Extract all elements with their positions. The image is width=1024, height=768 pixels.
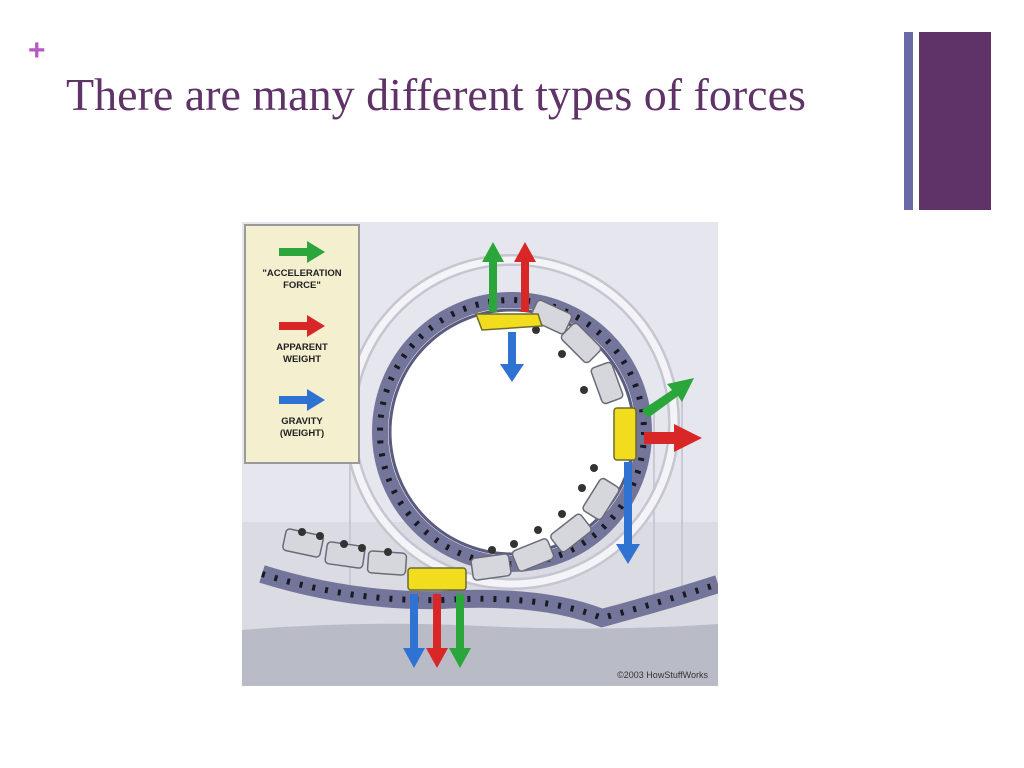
side-car <box>613 407 637 461</box>
passenger-heads <box>298 326 598 556</box>
legend-item-apparent-weight: APPARENT WEIGHT <box>246 314 358 366</box>
bottom-car <box>407 567 467 591</box>
forces-legend: "ACCELERATION FORCE" APPARENT WEIGHT GRA… <box>244 224 360 464</box>
lower-track <box>259 565 718 628</box>
highlighted-cars <box>407 313 637 591</box>
side-force-arrows <box>616 378 702 564</box>
bottom-force-arrows <box>403 594 471 668</box>
top-car <box>474 313 544 331</box>
copyright-credit: ©2003 HowStuffWorks <box>617 670 708 680</box>
green-arrow-icon <box>279 241 325 263</box>
legend-item-gravity: GRAVITY (WEIGHT) <box>246 388 358 440</box>
loop-illustration <box>242 222 718 686</box>
slide-title: There are many different types of forces <box>66 69 806 120</box>
ground <box>242 623 718 686</box>
decorative-thin-bar <box>904 32 913 210</box>
blue-arrow-icon <box>279 389 325 411</box>
decorative-thick-bar <box>919 32 991 210</box>
legend-label-apparent-weight: APPARENT WEIGHT <box>276 342 328 365</box>
roller-coaster-forces-diagram: "ACCELERATION FORCE" APPARENT WEIGHT GRA… <box>242 222 718 686</box>
passenger-cars <box>282 299 624 581</box>
legend-label-gravity: GRAVITY (WEIGHT) <box>279 416 325 439</box>
legend-label-acceleration: "ACCELERATION FORCE" <box>262 268 342 291</box>
legend-item-acceleration: "ACCELERATION FORCE" <box>246 240 358 292</box>
top-force-arrows <box>482 242 536 382</box>
bullet-plus-icon: + <box>28 34 46 67</box>
red-arrow-icon <box>279 315 325 337</box>
